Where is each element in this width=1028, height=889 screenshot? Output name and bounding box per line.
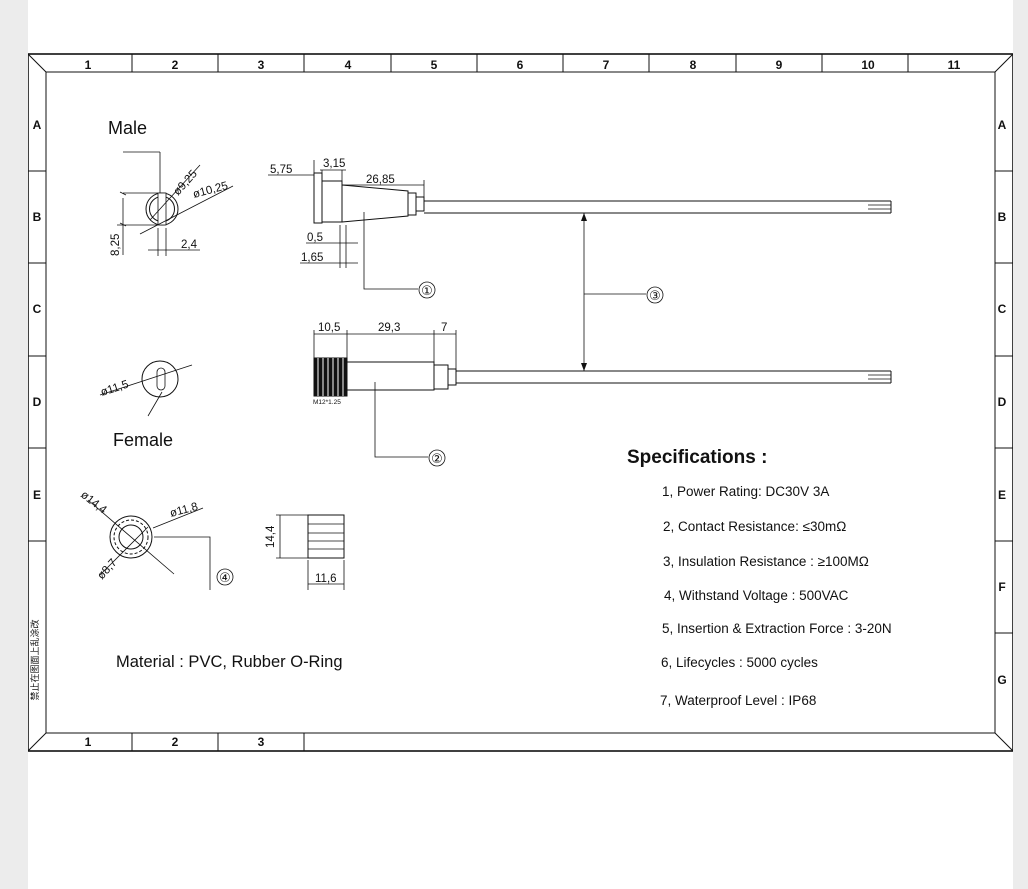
right-row-b: B [998, 210, 1007, 224]
right-row-f: F [998, 580, 1005, 594]
top-zone-ticks [131, 54, 909, 72]
left-row-b: B [33, 210, 42, 224]
top-col-6: 6 [517, 58, 524, 72]
male-front-view: Male ø9,25 ø10,25 8,25 2,4 [108, 118, 234, 256]
top-col-1: 1 [85, 58, 92, 72]
dim-female-d115: ø11,5 [99, 379, 130, 399]
callout-4: ④ [219, 570, 231, 585]
spec-item-7: 7, Waterproof Level : IP68 [660, 693, 816, 708]
top-col-4: 4 [345, 58, 352, 72]
callout-3: ③ [649, 288, 661, 303]
thread-label: M12*1.25 [313, 399, 341, 406]
dim-b293: 29,3 [378, 322, 400, 334]
female-side-view: M12*1.25 10,5 29,3 7 ② [313, 322, 892, 467]
specs-title: Specifications : [627, 447, 767, 468]
top-zone-labels: 1 2 3 4 5 6 7 8 9 10 11 [85, 58, 961, 72]
nut-front-view: ø14,4 ø11,8 ø8,7 ④ [78, 489, 234, 590]
top-col-3: 3 [258, 58, 265, 72]
dim-a165: 1,65 [301, 252, 323, 264]
right-row-a: A [998, 118, 1007, 132]
technical-drawing: 1 2 3 4 5 6 7 8 9 10 11 1 2 3 A B C D E … [28, 53, 1013, 752]
left-zone: A B C D E 禁止在图面上乱涂改 [28, 118, 46, 701]
female-label: Female [113, 430, 173, 450]
side-note: 禁止在图面上乱涂改 [29, 619, 40, 700]
callout-1: ① [421, 283, 433, 298]
spec-item-1: 1, Power Rating: DC30V 3A [662, 484, 829, 499]
left-row-a: A [33, 118, 42, 132]
material-text: Material : PVC, Rubber O-Ring [116, 653, 343, 671]
dim-male-w24: 2,4 [181, 239, 198, 251]
nut-side-view: 14,4 11,6 [265, 514, 345, 590]
male-side-view: 5,75 3,15 26,85 0,5 1,65 ① [268, 158, 892, 299]
male-label: Male [108, 118, 147, 138]
bottom-col-3: 3 [258, 735, 265, 749]
spec-item-4: 4, Withstand Voltage : 500VAC [664, 588, 849, 603]
left-row-d: D [33, 395, 42, 409]
female-front-view: ø11,5 Female [99, 360, 193, 450]
dim-a575: 5,75 [270, 164, 292, 176]
dim-nut-h144: 14,4 [265, 525, 277, 548]
dim-nut-d144: ø14,4 [78, 489, 109, 517]
left-row-c: C [33, 302, 42, 316]
bottom-zone: 1 2 3 [85, 733, 305, 751]
specifications: Specifications : 1, Power Rating: DC30V … [627, 447, 892, 708]
drawing-sheet: 1 2 3 4 5 6 7 8 9 10 11 1 2 3 A B C D E … [28, 0, 1013, 889]
dim-b7: 7 [441, 322, 447, 334]
top-col-5: 5 [431, 58, 438, 72]
top-col-11: 11 [948, 58, 961, 72]
dim-male-h825: 8,25 [110, 234, 122, 256]
callout-2: ② [431, 451, 443, 466]
left-row-e: E [33, 488, 41, 502]
bottom-col-2: 2 [172, 735, 179, 749]
dim-nut-d87: ø8,7 [95, 557, 119, 582]
dim-a315: 3,15 [323, 158, 345, 170]
dim-a2685: 26,85 [366, 174, 395, 186]
top-col-7: 7 [603, 58, 610, 72]
bottom-col-1: 1 [85, 735, 92, 749]
dim-a05: 0,5 [307, 232, 323, 244]
spec-item-5: 5, Insertion & Extraction Force : 3-20N [662, 621, 892, 636]
right-row-e: E [998, 488, 1006, 502]
right-zone: A B C D E F G [995, 118, 1013, 687]
cable-callout: ③ [581, 213, 664, 371]
spec-item-6: 6, Lifecycles : 5000 cycles [661, 655, 818, 670]
top-col-8: 8 [690, 58, 697, 72]
dim-b105: 10,5 [318, 322, 340, 334]
top-col-2: 2 [172, 58, 179, 72]
spec-item-2: 2, Contact Resistance: ≤30mΩ [663, 519, 846, 534]
dim-nut-d118: ø11,8 [169, 501, 200, 520]
right-row-c: C [998, 302, 1007, 316]
top-col-9: 9 [776, 58, 783, 72]
spec-item-3: 3, Insulation Resistance : ≥100MΩ [663, 554, 869, 569]
drawing-frame [28, 53, 1013, 752]
right-row-d: D [998, 395, 1007, 409]
top-col-10: 10 [861, 58, 875, 72]
right-row-g: G [997, 673, 1006, 687]
dim-nut-w116: 11,6 [315, 573, 337, 585]
